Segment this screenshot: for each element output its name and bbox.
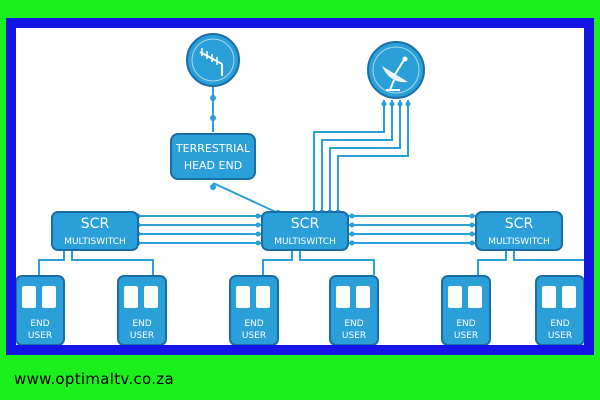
satellite-cable-1 xyxy=(313,100,385,212)
end-user-line2: USER xyxy=(548,331,572,341)
satellite-cable-4 xyxy=(337,100,409,212)
diagram-canvas: TERRESTRIAL HEAD END SCR MULTISWITCH SCR… xyxy=(16,28,584,345)
end-user-line2: USER xyxy=(130,331,154,341)
end-user-line1: END xyxy=(244,319,263,329)
end-user-device: END USER xyxy=(535,275,584,345)
set-top-box-icon xyxy=(42,286,56,308)
switch-subtitle: MULTISWITCH xyxy=(488,237,550,247)
end-user-device: END USER xyxy=(229,275,279,345)
end-user-line1: END xyxy=(344,319,363,329)
drop-switch3-user6 xyxy=(513,250,584,261)
set-top-box-icon xyxy=(542,286,556,308)
end-user-device: END USER xyxy=(329,275,379,345)
set-top-box-icon xyxy=(256,286,270,308)
set-top-box-icon xyxy=(22,286,36,308)
connector-dot xyxy=(349,240,355,246)
end-user-line2: USER xyxy=(28,331,52,341)
end-user-line2: USER xyxy=(342,331,366,341)
end-user-device: END USER xyxy=(16,275,65,345)
set-top-box-icon xyxy=(336,286,350,308)
set-top-box-icon xyxy=(124,286,138,308)
drop-switch2-user4 xyxy=(299,250,375,275)
set-top-box-icon xyxy=(448,286,462,308)
website-url: www.optimaltv.co.za xyxy=(14,370,174,388)
satellite-dish-icon xyxy=(367,41,425,99)
satellite-cable-3 xyxy=(329,100,401,212)
scr-multiswitch-box: SCR MULTISWITCH xyxy=(51,211,139,251)
drop-switch1-user2 xyxy=(71,250,154,275)
end-user-line2: USER xyxy=(242,331,266,341)
end-user-line1: END xyxy=(30,319,49,329)
set-top-box-icon xyxy=(468,286,482,308)
connector-dot xyxy=(349,213,355,219)
connector-dot xyxy=(255,231,261,237)
connector-dot xyxy=(210,115,216,121)
connector-dot xyxy=(255,222,261,228)
set-top-box-icon xyxy=(562,286,576,308)
connector-dot xyxy=(469,231,475,237)
set-top-box-icon xyxy=(144,286,158,308)
headend-to-switch-line xyxy=(212,182,279,214)
head-end-line1: TERRESTRIAL xyxy=(175,142,251,155)
switch-title: SCR xyxy=(505,216,534,232)
terrestrial-antenna-icon xyxy=(186,33,240,87)
switch-title: SCR xyxy=(81,216,110,232)
connector-dot xyxy=(349,222,355,228)
connector-dot xyxy=(349,231,355,237)
scr-multiswitch-box: SCR MULTISWITCH xyxy=(475,211,563,251)
switch-subtitle: MULTISWITCH xyxy=(274,237,336,247)
connector-lines xyxy=(38,86,584,275)
drop-switch2-user3 xyxy=(262,250,293,275)
end-user-line2: USER xyxy=(454,331,478,341)
connector-dot xyxy=(469,222,475,228)
drop-switch1-user1 xyxy=(38,250,65,275)
connector-dot xyxy=(210,95,216,101)
scr-multiswitch-box: SCR MULTISWITCH xyxy=(261,211,349,251)
connector-dot xyxy=(255,213,261,219)
switch-subtitle: MULTISWITCH xyxy=(64,237,126,247)
satellite-cable-2 xyxy=(321,100,393,212)
network-diagram: TERRESTRIAL HEAD END SCR MULTISWITCH SCR… xyxy=(16,33,584,345)
switch-title: SCR xyxy=(291,216,320,232)
connector-dot xyxy=(469,240,475,246)
set-top-box-icon xyxy=(236,286,250,308)
end-user-line1: END xyxy=(456,319,475,329)
set-top-box-icon xyxy=(356,286,370,308)
blue-frame: TERRESTRIAL HEAD END SCR MULTISWITCH SCR… xyxy=(6,18,594,355)
connector-dot xyxy=(381,101,387,107)
connector-dot xyxy=(255,240,261,246)
head-end-line2: HEAD END xyxy=(184,159,242,172)
connector-dot xyxy=(469,213,475,219)
end-user-device: END USER xyxy=(117,275,167,345)
end-user-line1: END xyxy=(132,319,151,329)
end-user-device: END USER xyxy=(441,275,491,345)
connector-dot xyxy=(405,101,411,107)
connector-dot xyxy=(389,101,395,107)
connector-dot xyxy=(397,101,403,107)
connector-dot xyxy=(210,184,216,190)
terrestrial-head-end-box: TERRESTRIAL HEAD END xyxy=(170,133,256,180)
end-user-line1: END xyxy=(550,319,569,329)
drop-switch3-user5 xyxy=(477,250,507,275)
